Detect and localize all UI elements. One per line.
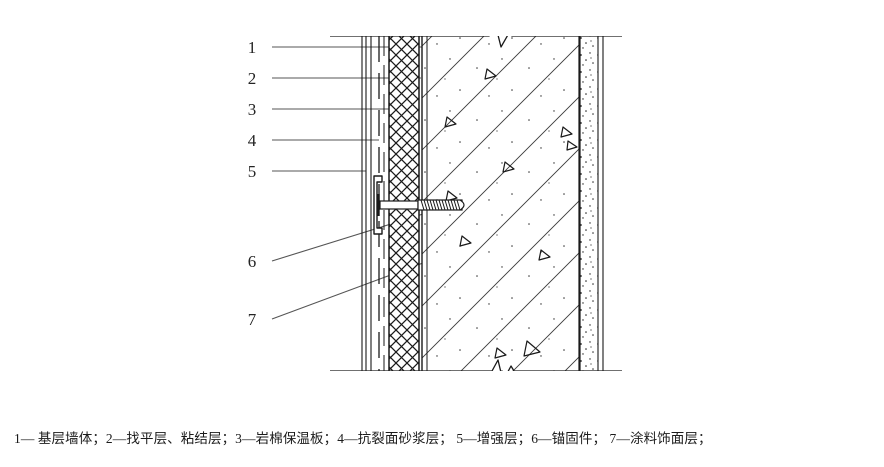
layer-crack-resistant-mortar [580,36,598,371]
anchor-plate [373,175,383,235]
anchor-threads [420,199,461,211]
callout-numbers: 1 2 3 4 5 6 7 [248,38,257,329]
callout-number-6: 6 [248,252,257,271]
wall-assembly [330,36,622,371]
callout-number-2: 2 [248,69,257,88]
figure-caption-bar: 1— 基层墙体；2—找平层、粘结层；3—岩棉保温板；4—抗裂面砂浆层； 5—增强… [0,424,884,454]
wall-section-drawing: 1 2 3 4 5 6 7 [248,36,622,371]
break-line-top [330,36,622,48]
figure-caption: 1— 基层墙体；2—找平层、粘结层；3—岩棉保温板；4—抗裂面砂浆层； 5—增强… [14,431,712,446]
callout-number-5: 5 [248,162,257,181]
anchor-shaft [379,200,419,210]
anchor-fastener [373,175,465,235]
callout-number-1: 1 [248,38,257,57]
anchor-tip [459,199,465,211]
aggregate-symbols [444,68,578,359]
callout-number-4: 4 [248,131,257,150]
callout-number-7: 7 [248,310,257,329]
callout-number-3: 3 [248,100,257,119]
